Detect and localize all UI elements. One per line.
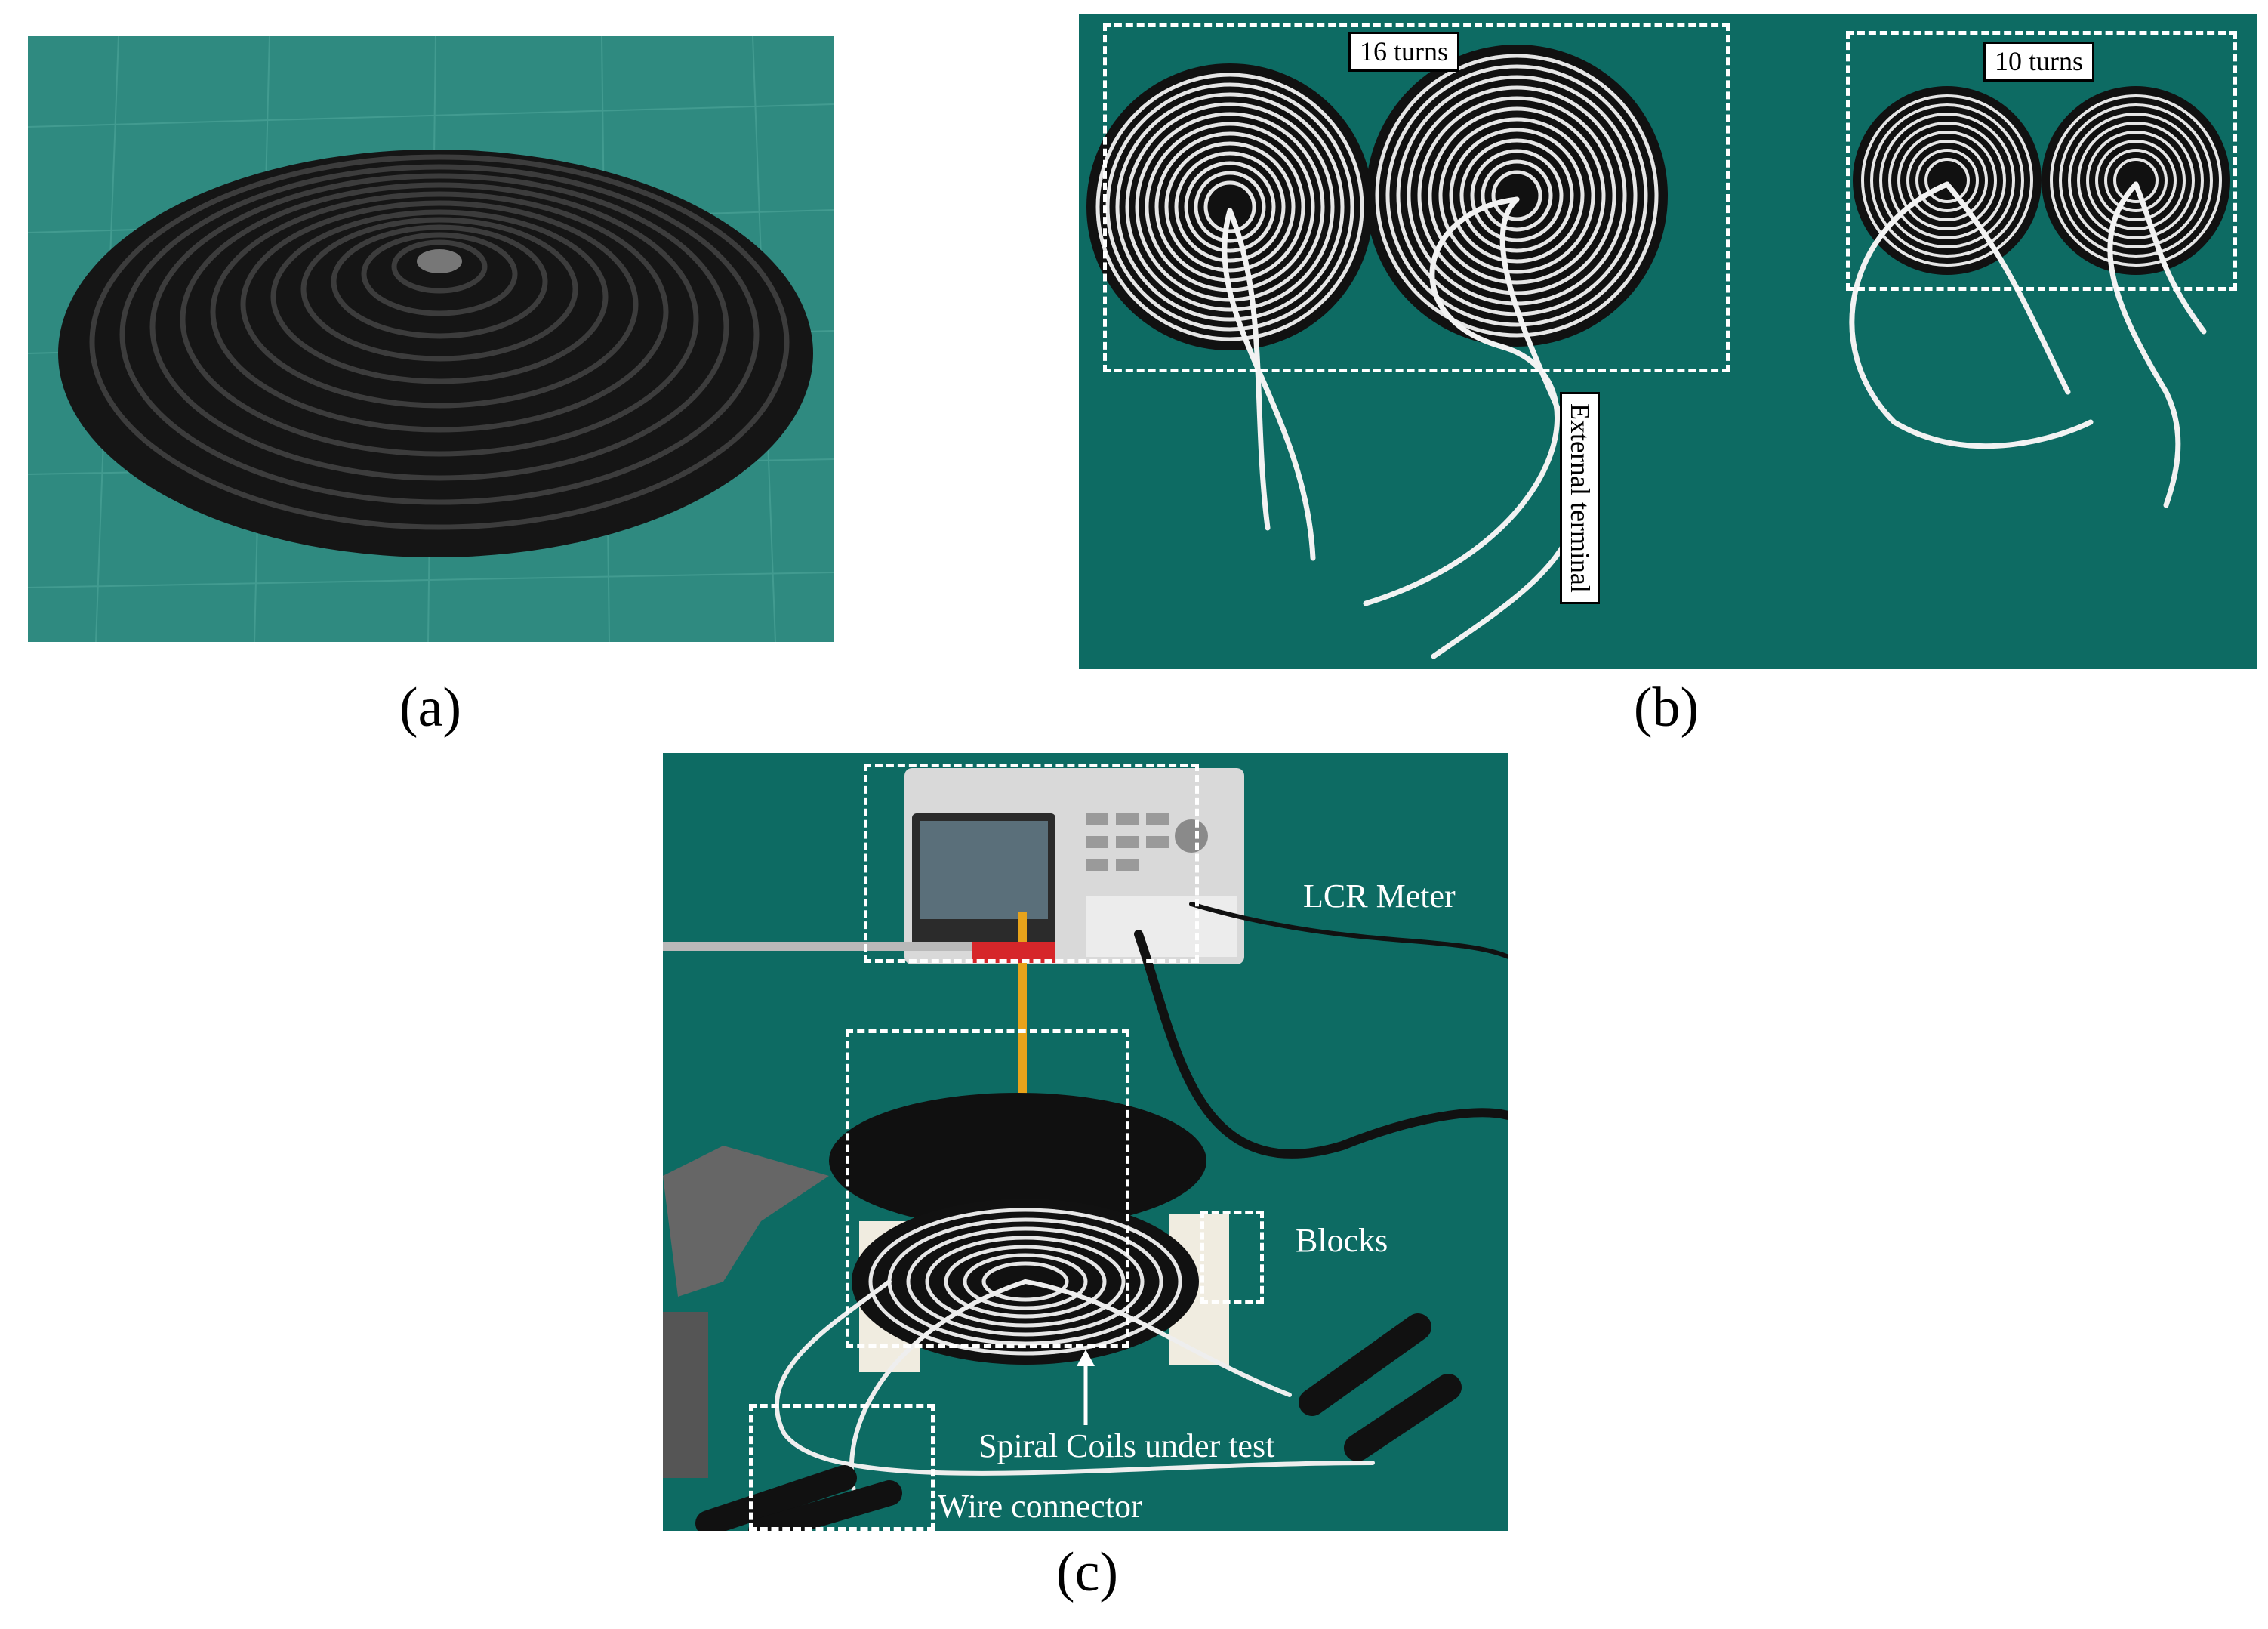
wire-connector-box (749, 1404, 935, 1531)
blocks-box (1200, 1211, 1264, 1304)
panel-a-label: (a) (399, 677, 462, 739)
group-16-turns-box (1103, 23, 1730, 372)
label-external-terminal: External terminal (1560, 392, 1601, 604)
label-lcr-meter: LCR Meter (1303, 878, 1456, 915)
label-wire-connector: Wire connector (938, 1488, 1142, 1525)
panel-c-photo: LCR Meter Blocks Spiral Coils under test… (663, 753, 1508, 1531)
panel-c-label: (c) (1055, 1541, 1119, 1603)
test-lead-image (695, 1313, 1462, 1531)
label-spiral-coils: Spiral Coils under test (978, 1427, 1275, 1464)
lcr-meter-image (663, 753, 1508, 1531)
label-16-turns: 16 turns (1348, 32, 1459, 73)
group-10-turns-box (1846, 31, 2237, 291)
label-10-turns: 10 turns (1983, 42, 2094, 82)
coil-arrow (1077, 1350, 1095, 1425)
panel-b-label: (b) (1633, 677, 1699, 739)
lcr-meter-box (864, 764, 1199, 963)
coils-box (846, 1029, 1129, 1348)
coil-image (28, 36, 834, 642)
panel-a-photo (28, 36, 834, 642)
coil-image (1079, 14, 2257, 669)
label-blocks: Blocks (1296, 1222, 1388, 1259)
panel-b-photo: 16 turns 10 turns External terminal (1079, 14, 2257, 669)
